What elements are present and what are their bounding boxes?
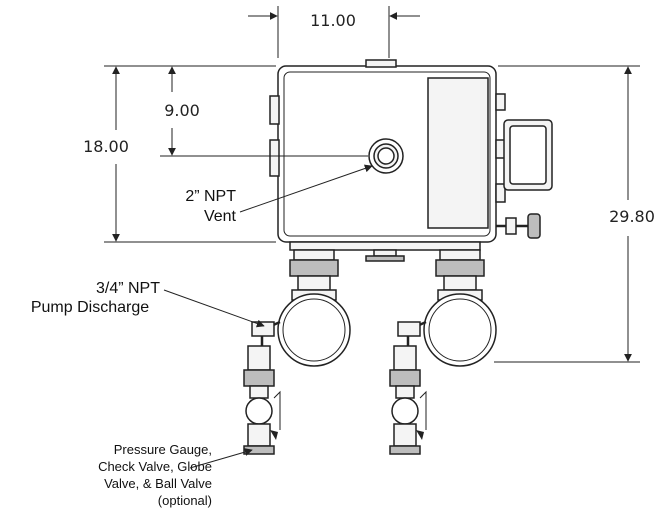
side-fittings bbox=[495, 93, 553, 239]
dimension-total-height: 29.80 bbox=[494, 65, 655, 363]
control-panel bbox=[427, 77, 489, 229]
right-pump bbox=[389, 249, 497, 455]
callout-valves: Pressure Gauge, Check Valve, Globe Valve… bbox=[98, 442, 253, 508]
callout-discharge: 3/4” NPT Pump Discharge bbox=[31, 280, 265, 328]
discharge-label-line2: Pump Discharge bbox=[31, 299, 149, 316]
vent-label-line1: 2” NPT bbox=[185, 188, 236, 205]
callout-vent: 2” NPT Vent bbox=[185, 164, 373, 225]
valves-label-line3: Valve, & Ball Valve bbox=[104, 476, 212, 491]
discharge-label-line1: 3/4” NPT bbox=[96, 280, 160, 297]
dimension-center-height: 9.00 bbox=[104, 65, 368, 157]
dim-box-height-label: 18.00 bbox=[83, 137, 129, 156]
vent-fitting bbox=[368, 138, 404, 174]
valves-label-line2: Check Valve, Globe bbox=[98, 459, 212, 474]
dimension-box-height: 18.00 bbox=[83, 66, 276, 243]
valves-label-line4: (optional) bbox=[158, 493, 212, 508]
valves-label-line1: Pressure Gauge, bbox=[114, 442, 212, 457]
dim-width-label: 11.00 bbox=[310, 11, 356, 30]
dim-center-height-label: 9.00 bbox=[164, 101, 200, 120]
dimension-width: 11.00 bbox=[248, 6, 420, 58]
dim-total-height-label: 29.80 bbox=[609, 207, 655, 226]
vent-label-line2: Vent bbox=[204, 208, 237, 225]
left-pump bbox=[243, 249, 351, 455]
